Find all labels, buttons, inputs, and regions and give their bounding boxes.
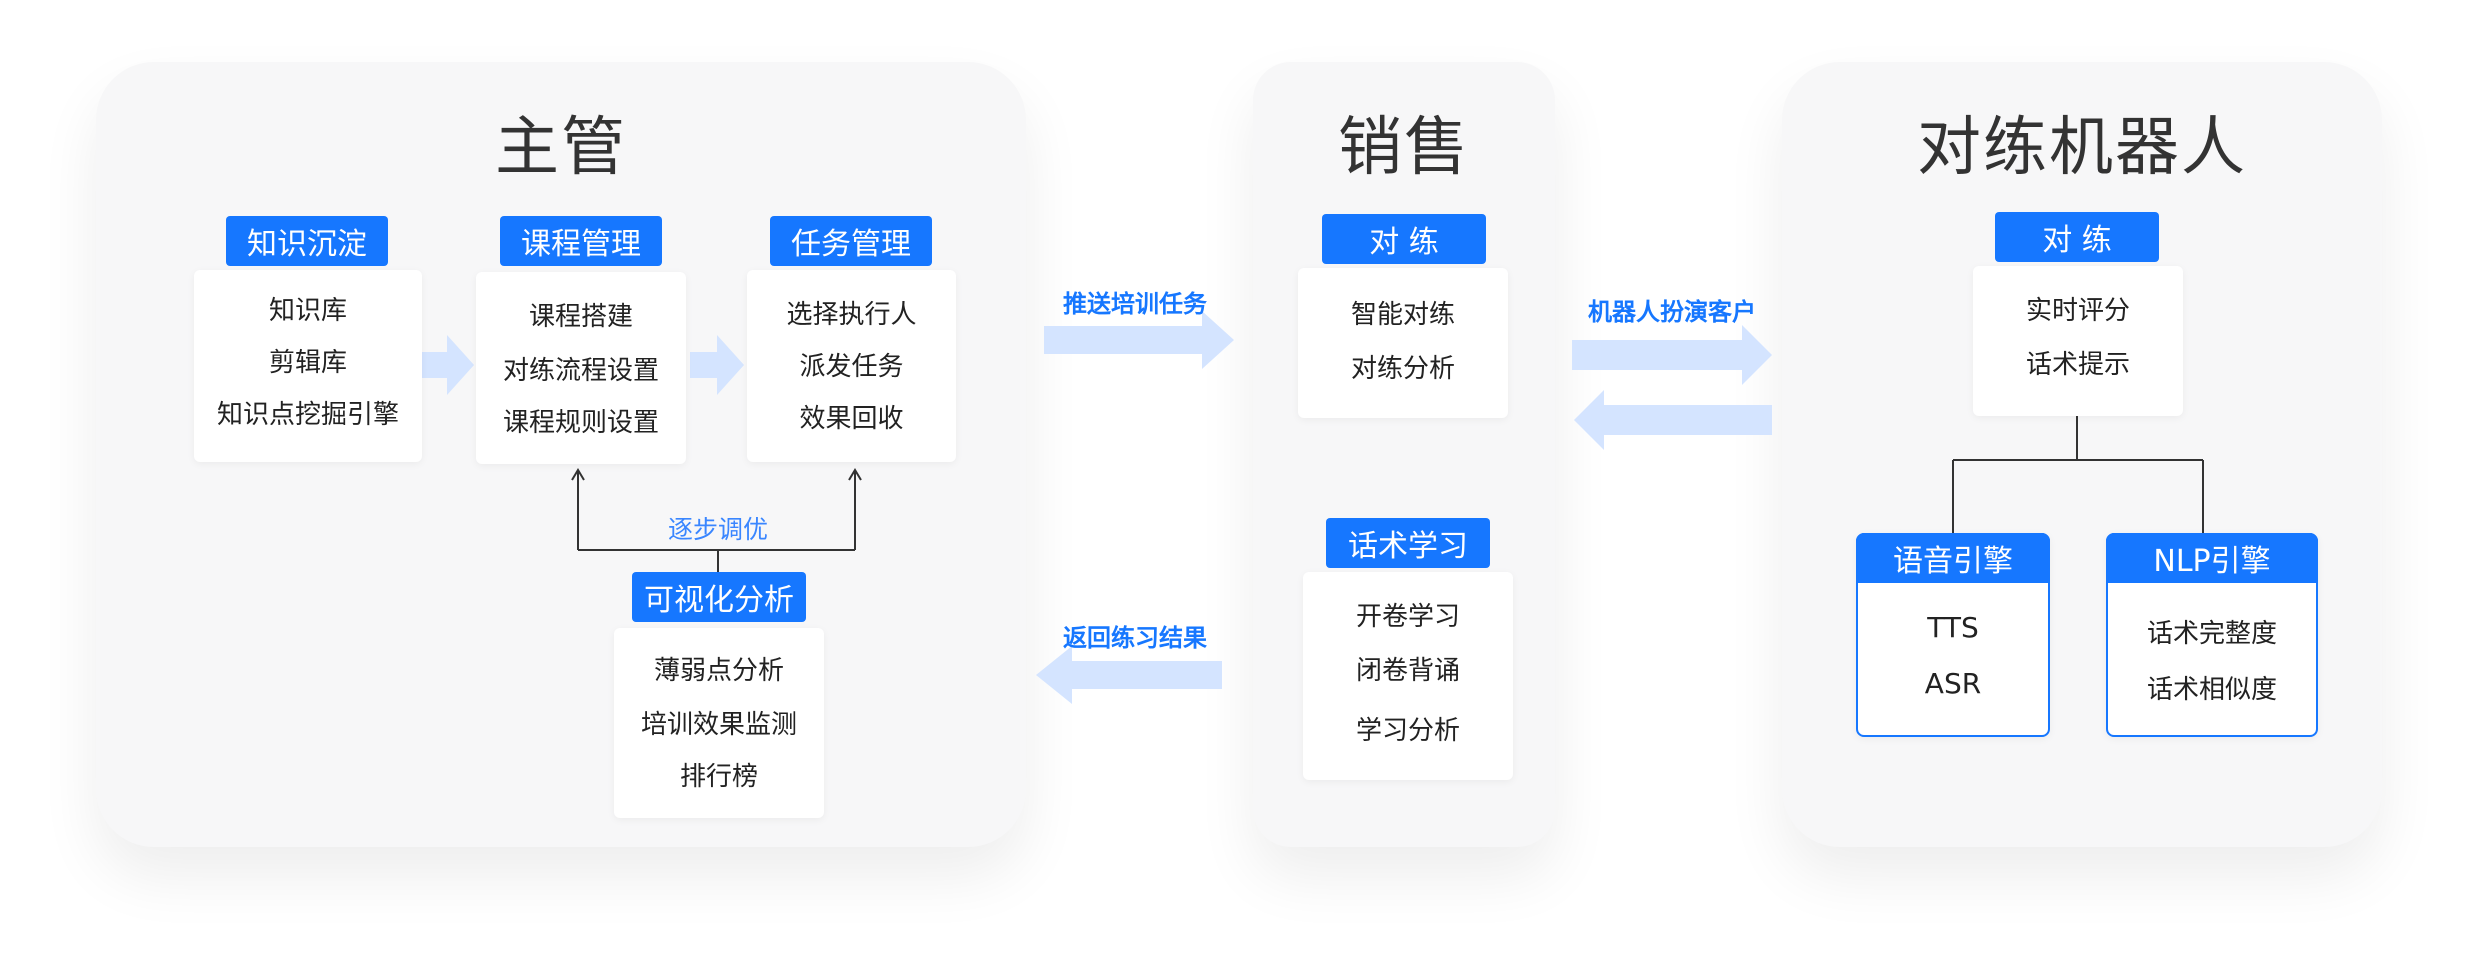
analysis-item-2: 培训效果监测 [640, 710, 797, 740]
analysis-item-3: 排行榜 [679, 762, 758, 792]
sales-script-card: 开卷学习 闭卷背诵 学习分析 [1303, 572, 1513, 780]
knowledge-item-3: 知识点挖掘引擎 [216, 400, 399, 430]
sales-practice-card: 智能对练 对练分析 [1298, 268, 1508, 418]
analysis-item-1: 薄弱点分析 [653, 656, 784, 686]
robot-title: 对练机器人 [1917, 111, 2247, 185]
robot-role-label: 机器人扮演客户 [1588, 298, 1756, 326]
supervisor-title: 主管 [495, 111, 627, 185]
nlp-engine-item-1: 话术完整度 [2146, 619, 2277, 649]
knowledge-item-2: 剪辑库 [268, 348, 347, 378]
task-item-2: 派发任务 [799, 352, 904, 382]
voice-engine-tag[interactable]: 语音引擎 [1856, 533, 2050, 583]
task-tag[interactable]: 任务管理 [770, 216, 932, 266]
sales-practice-item-2: 对练分析 [1350, 354, 1455, 384]
sales-script-item-3: 学习分析 [1355, 716, 1460, 746]
voice-engine-item-1: TTS [1927, 611, 1979, 644]
task-card: 选择执行人 派发任务 效果回收 [747, 270, 956, 462]
course-card: 课程搭建 对练流程设置 课程规则设置 [476, 272, 686, 464]
arrow-to-sales [1574, 390, 1772, 450]
sales-script-item-1: 开卷学习 [1355, 602, 1460, 632]
course-item-3: 课程规则设置 [502, 408, 659, 438]
task-item-1: 选择执行人 [786, 300, 917, 330]
push-tasks-label: 推送培训任务 [1063, 290, 1207, 318]
sales-title: 销售 [1338, 111, 1470, 185]
sales-script-item-2: 闭卷背诵 [1355, 656, 1460, 686]
task-item-3: 效果回收 [799, 404, 904, 434]
knowledge-item-1: 知识库 [268, 296, 347, 326]
voice-engine-item-2: ASR [1924, 667, 1982, 700]
knowledge-card: 知识库 剪辑库 知识点挖掘引擎 [194, 270, 422, 462]
feedback-loop [571, 468, 862, 573]
analysis-tag[interactable]: 可视化分析 [632, 572, 806, 622]
arrow-course-to-task [690, 335, 744, 395]
robot-practice-item-1: 实时评分 [2025, 296, 2130, 326]
knowledge-tag[interactable]: 知识沉淀 [226, 216, 388, 266]
robot-practice-card: 实时评分 话术提示 [1973, 266, 2183, 416]
arrow-return-results [1036, 646, 1222, 704]
sales-practice-tag[interactable]: 对 练 [1322, 214, 1486, 264]
robot-practice-tag[interactable]: 对 练 [1995, 212, 2159, 262]
return-results-label: 返回练习结果 [1063, 624, 1207, 652]
arrow-to-robot [1572, 325, 1772, 385]
course-item-2: 对练流程设置 [502, 356, 659, 386]
robot-practice-item-2: 话术提示 [2025, 350, 2130, 380]
analysis-card: 薄弱点分析 培训效果监测 排行榜 [614, 628, 824, 818]
arrow-knowledge-to-course [418, 335, 474, 395]
sales-practice-item-1: 智能对练 [1350, 300, 1455, 330]
sales-script-tag[interactable]: 话术学习 [1326, 518, 1490, 568]
nlp-engine-tag[interactable]: NLP引擎 [2106, 533, 2318, 583]
nlp-engine-item-2: 话术相似度 [2146, 675, 2277, 705]
arrow-push-tasks [1044, 311, 1234, 369]
course-tag[interactable]: 课程管理 [500, 216, 662, 266]
robot-tree [1952, 415, 2204, 534]
feedback-label: 逐步调优 [668, 515, 769, 544]
course-item-1: 课程搭建 [528, 302, 633, 332]
